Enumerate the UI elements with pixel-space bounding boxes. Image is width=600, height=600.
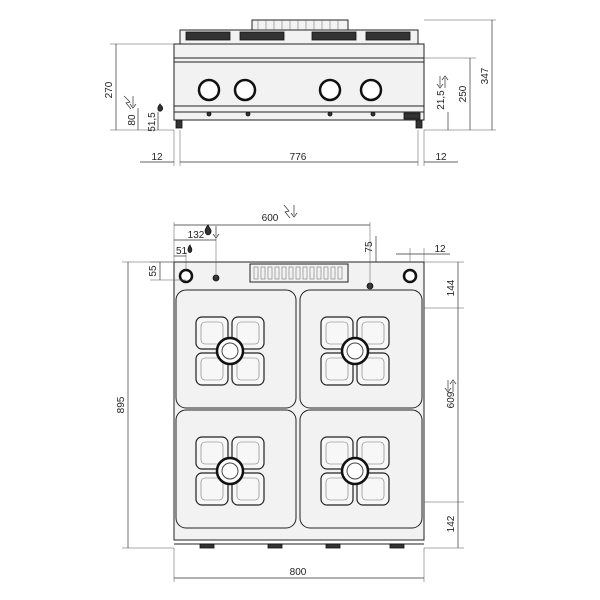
dim-800: 800 — [290, 567, 307, 578]
dim-895: 895 — [116, 396, 127, 413]
electric-connection-icon — [123, 95, 137, 110]
dim-51: 51 — [176, 246, 188, 257]
front-pan-support — [365, 31, 411, 41]
dim-142: 142 — [446, 515, 457, 532]
knob-icon — [197, 78, 221, 102]
dim-12-top: 12 — [434, 244, 446, 255]
front-label-plate — [403, 112, 421, 120]
top-view — [173, 261, 425, 549]
front-view: 270 80 51,5 12 776 12 347 250 21,5 — [104, 19, 496, 166]
knob-icon — [233, 78, 257, 102]
knob-icon — [318, 78, 342, 102]
dim-347: 347 — [480, 67, 491, 84]
connection-port — [402, 268, 418, 284]
dim-250: 250 — [458, 85, 469, 102]
dim-776: 776 — [290, 152, 307, 163]
burner-quadrant — [175, 409, 297, 529]
gas-connection-icon — [204, 224, 220, 239]
dim-51-5: 51,5 — [147, 112, 158, 132]
front-pan-support — [311, 31, 357, 41]
knob-icon — [359, 78, 383, 102]
dim-600: 600 — [262, 213, 279, 224]
burner-quadrant — [299, 409, 423, 529]
electric-connection-icon — [283, 204, 298, 219]
front-flue-grille — [251, 19, 349, 31]
dim-12-right: 12 — [435, 152, 447, 163]
dim-55: 55 — [148, 265, 159, 277]
dim-609: 609 — [446, 391, 457, 408]
flue-grille — [249, 263, 349, 283]
front-foot — [175, 119, 183, 129]
front-foot — [415, 119, 423, 129]
top-view-dimensions: 600 132 51 55 75 12 — [116, 204, 464, 582]
burner-quadrant — [299, 289, 423, 409]
water-drain-icon — [436, 75, 449, 89]
dim-144: 144 — [446, 279, 457, 296]
water-drain-icon — [187, 244, 193, 253]
flue-grille-slots — [253, 266, 343, 280]
front-flue-slots — [257, 20, 339, 30]
gas-connection-icon — [157, 103, 164, 112]
water-drain-icon — [444, 379, 457, 393]
dim-80: 80 — [127, 114, 138, 126]
front-pan-support — [185, 31, 231, 41]
front-pan-support — [239, 31, 285, 41]
dim-75: 75 — [364, 241, 375, 253]
dim-12-left: 12 — [151, 152, 163, 163]
dim-132: 132 — [188, 230, 205, 241]
dim-21-5: 21,5 — [436, 90, 447, 110]
dim-270: 270 — [104, 81, 115, 98]
burner-quadrant — [175, 289, 297, 409]
